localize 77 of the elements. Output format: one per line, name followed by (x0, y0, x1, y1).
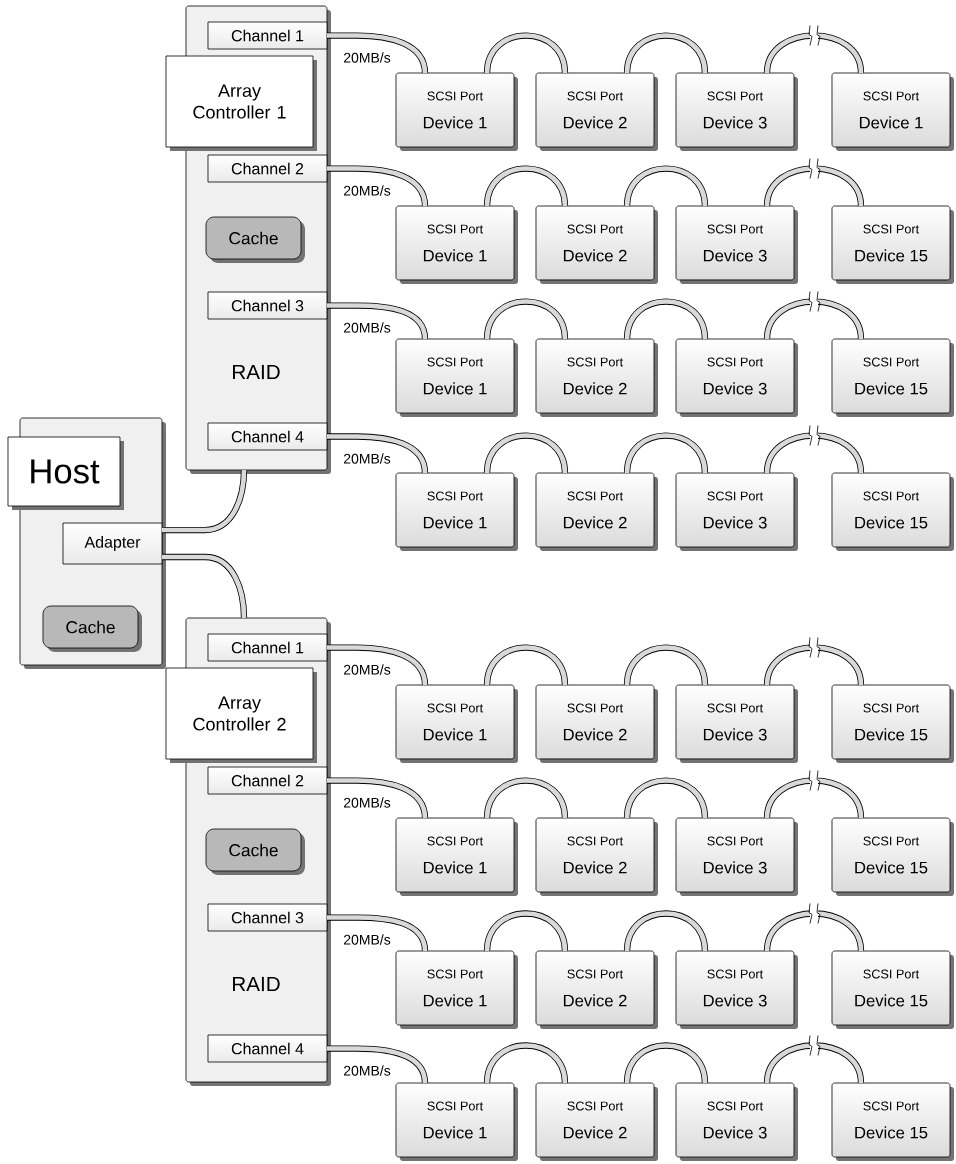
cable (623, 644, 709, 686)
cable (483, 165, 569, 207)
edge-label: 20MB/s (341, 1064, 393, 1077)
device-box: SCSI Port Device 1 (831, 72, 954, 151)
device-box: SCSI Port Device 1 (395, 205, 518, 284)
device-box: SCSI Port Device 3 (675, 205, 798, 284)
cable (327, 777, 429, 819)
device-box: SCSI Port Device 15 (831, 205, 954, 284)
cable (623, 777, 709, 819)
device-box: SCSI Port Device 2 (535, 338, 658, 417)
cable (327, 1045, 429, 1084)
device-box: SCSI Port Device 15 (831, 472, 954, 551)
cable (483, 910, 569, 952)
title-box: Host (7, 436, 124, 510)
device-box: SCSI Port Device 2 (535, 950, 658, 1029)
cable (483, 432, 569, 474)
device-box: SCSI Port Device 3 (675, 1082, 798, 1161)
device-box: SCSI Port Device 2 (535, 72, 658, 151)
cable (162, 553, 248, 619)
cable (327, 32, 429, 74)
edge-label: 20MB/s (341, 452, 393, 465)
cable (763, 910, 865, 952)
cable (763, 777, 865, 819)
cable (623, 1042, 709, 1084)
device-box: SCSI Port Device 2 (535, 817, 658, 896)
edge-label: 20MB/s (341, 796, 393, 809)
device-box: SCSI Port Device 2 (535, 472, 658, 551)
device-box: SCSI Port Device 15 (831, 950, 954, 1029)
device-box: SCSI Port Device 3 (675, 950, 798, 1029)
device-box: SCSI Port Device 2 (535, 684, 658, 763)
cable (327, 165, 429, 207)
device-box: SCSI Port Device 1 (395, 684, 518, 763)
cable (327, 644, 429, 686)
cable (623, 165, 709, 207)
cable (763, 432, 865, 474)
device-box: SCSI Port Device 2 (535, 205, 658, 284)
cable (327, 433, 429, 474)
device-box: SCSI Port Device 15 (831, 338, 954, 417)
device-box: SCSI Port Device 1 (395, 817, 518, 896)
device-box: SCSI Port Device 15 (831, 684, 954, 763)
device-box: SCSI Port Device 15 (831, 817, 954, 896)
cable (763, 644, 865, 686)
cable (162, 469, 248, 534)
device-box: SCSI Port Device 1 (395, 1082, 518, 1161)
device-box: SCSI Port Device 2 (535, 1082, 658, 1161)
cable (623, 432, 709, 474)
cable (327, 302, 429, 340)
edge-label: 20MB/s (341, 184, 393, 197)
cable (327, 914, 429, 952)
cable (483, 298, 569, 340)
cable (483, 777, 569, 819)
edge-label: 20MB/s (341, 933, 393, 946)
edge-label: 20MB/s (341, 51, 393, 64)
cable (483, 644, 569, 686)
cable (623, 32, 709, 74)
device-box: SCSI Port Device 1 (395, 338, 518, 417)
device-box: SCSI Port Device 1 (395, 950, 518, 1029)
cable (483, 32, 569, 74)
cable (623, 298, 709, 340)
cable (763, 32, 865, 74)
cable (763, 165, 865, 207)
device-box: SCSI Port Device 3 (675, 472, 798, 551)
device-box: SCSI Port Device 3 (675, 338, 798, 417)
device-box: SCSI Port Device 3 (675, 72, 798, 151)
adapter-box: Adapter (62, 522, 163, 565)
cable (763, 1042, 865, 1084)
cable (483, 1042, 569, 1084)
device-box: SCSI Port Device 3 (675, 817, 798, 896)
device-box: SCSI Port Device 15 (831, 1082, 954, 1161)
device-box: SCSI Port Device 3 (675, 684, 798, 763)
edge-label: 20MB/s (341, 321, 393, 334)
cable (763, 298, 865, 340)
device-box: SCSI Port Device 1 (395, 72, 518, 151)
edge-label: 20MB/s (341, 663, 393, 676)
cable (623, 910, 709, 952)
device-box: SCSI Port Device 1 (395, 472, 518, 551)
cache-box: Cache (42, 605, 142, 652)
